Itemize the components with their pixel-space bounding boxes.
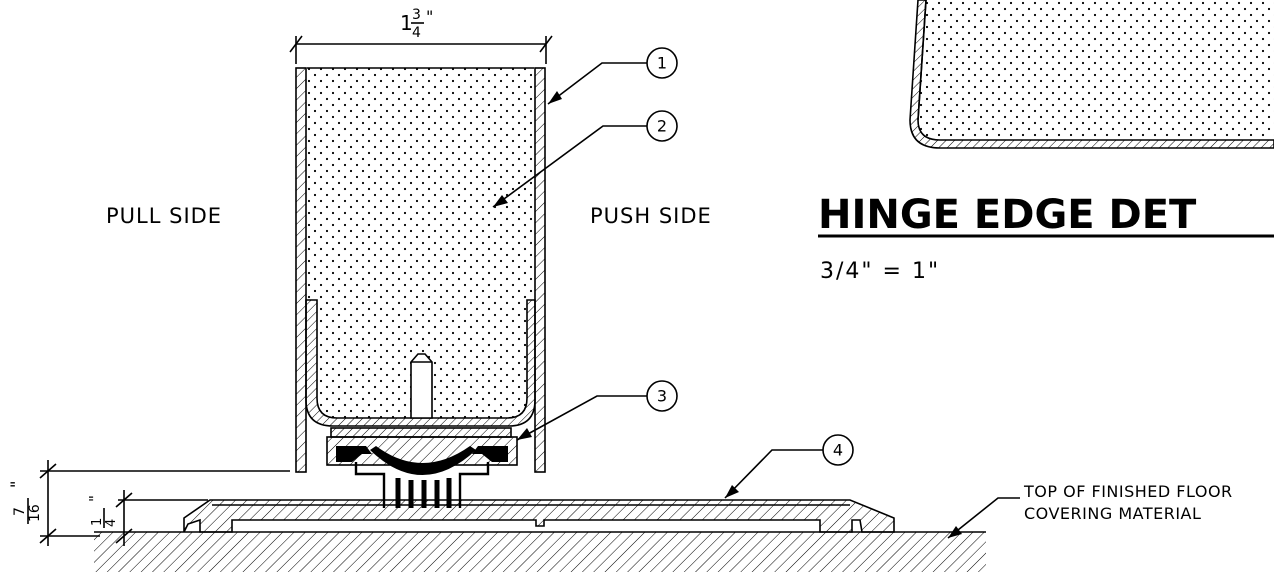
- floor-label-line1: TOP OF FINISHED FLOOR: [1023, 482, 1233, 501]
- dim-door-whole: 1: [400, 11, 413, 35]
- svg-text:4: 4: [833, 441, 843, 460]
- door-bottom-sweep: [326, 353, 518, 508]
- floor-ground: [94, 531, 986, 572]
- floor-label-line2: COVERING MATERIAL: [1024, 504, 1201, 523]
- svg-text:2: 2: [657, 117, 667, 136]
- floor-covering-leader: [947, 497, 1020, 539]
- dim-gap-den: 16: [27, 504, 43, 522]
- dimension-door-width: 1 3 4 ": [289, 7, 553, 64]
- hinge-edge-detail-partial: [909, 0, 1274, 149]
- dim-threshold-num: 1: [90, 518, 105, 526]
- push-side-label: PUSH SIDE: [590, 204, 712, 228]
- dimension-threshold: 1 4 ": [86, 490, 208, 546]
- dim-gap-unit: ": [7, 481, 26, 488]
- dim-gap-num: 7: [12, 507, 28, 516]
- callout-1: 1: [547, 47, 678, 105]
- callout-3: 3: [516, 380, 678, 441]
- dim-threshold-unit: ": [86, 495, 104, 502]
- pull-side-label: PULL SIDE: [106, 204, 222, 228]
- dim-door-num: 3: [412, 7, 421, 23]
- detail-scale: 3/4" = 1": [820, 259, 940, 284]
- threshold-saddle: [183, 499, 895, 533]
- detail-title: HINGE EDGE DET: [818, 192, 1197, 238]
- svg-text:3: 3: [657, 387, 667, 406]
- dim-door-unit: ": [426, 7, 433, 26]
- callout-4: 4: [724, 434, 854, 499]
- svg-text:1: 1: [657, 54, 667, 73]
- dimension-gap: 7 16 ": [7, 460, 290, 546]
- dim-threshold-den: 4: [104, 519, 119, 527]
- callout-2: 2: [492, 110, 678, 208]
- dim-door-den: 4: [412, 25, 421, 41]
